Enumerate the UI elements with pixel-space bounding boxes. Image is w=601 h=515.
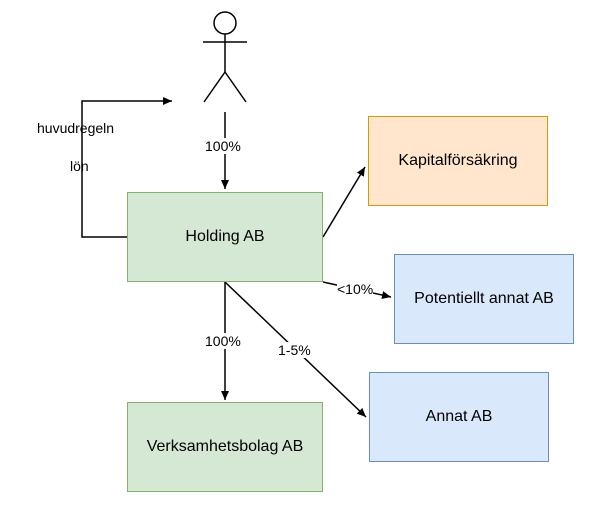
edge-label-holding-annat: 1-5% — [278, 342, 311, 358]
edge-label-person-holding: 100% — [205, 138, 241, 154]
person-icon — [203, 11, 247, 103]
node-annat-ab: Annat AB — [369, 372, 549, 462]
node-kapitalforsakring: Kapitalförsäkring — [368, 116, 548, 206]
edge-label-loop-top: huvudregeln — [37, 120, 115, 136]
node-verksamhetsbolag-ab: Verksamhetsbolag AB — [127, 402, 323, 492]
edge-label-holding-potentiellt: <10% — [337, 281, 374, 297]
edge-label-holding-verksamhet: 100% — [205, 333, 241, 349]
node-holding-ab: Holding AB — [127, 192, 323, 282]
edge-label-loop-bottom: lön — [70, 158, 89, 174]
edge-holding-loop — [81, 97, 172, 238]
node-potentiellt-annat-ab: Potentiellt annat AB — [394, 254, 574, 344]
edge-holding-kapital — [322, 166, 366, 238]
